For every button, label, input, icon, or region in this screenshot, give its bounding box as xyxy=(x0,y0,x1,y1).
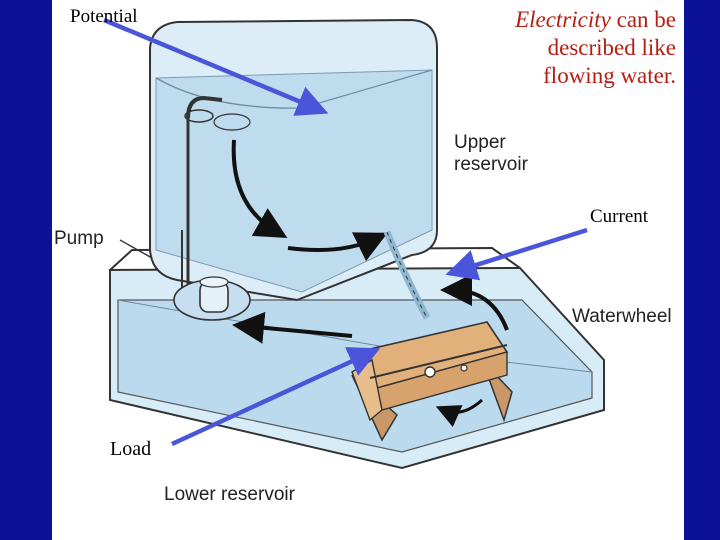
water-circuit-diagram xyxy=(103,17,605,470)
load-label: Load xyxy=(110,438,152,460)
headline-line-1: Electricity can be xyxy=(515,6,676,34)
potential-label: Potential xyxy=(70,6,138,27)
headline-line-2: described like xyxy=(547,35,676,61)
upper-reservoir-label: Upper reservoir xyxy=(454,132,528,176)
current-label: Current xyxy=(590,206,649,227)
upper-reservoir-label-line-2: reservoir xyxy=(454,154,528,175)
flow-arrows xyxy=(231,139,509,428)
upper-reservoir-tank xyxy=(149,18,438,302)
pump-callout-line xyxy=(119,239,153,259)
load-pointer xyxy=(171,347,381,447)
pump-assembly xyxy=(173,95,251,321)
upper-reservoir-label-line-1: Upper xyxy=(454,132,506,153)
headline-emphasis: Electricity xyxy=(515,7,611,32)
lower-reservoir-label: Lower reservoir xyxy=(164,484,295,505)
waterwheel-label: Waterwheel xyxy=(572,306,672,327)
slide-canvas: Electricity can be described like flowin… xyxy=(52,0,684,540)
slide-headline: Electricity can be described like flowin… xyxy=(515,6,676,90)
potential-pointer xyxy=(103,17,329,116)
current-pointer xyxy=(445,227,588,281)
water-stream-outline xyxy=(386,231,428,319)
headline-line-3: flowing water. xyxy=(543,63,676,89)
headline-line-1-rest: can be xyxy=(610,7,676,32)
pointer-arrows xyxy=(103,17,588,447)
pump-label: Pump xyxy=(54,228,104,249)
waterwheel xyxy=(351,321,513,442)
